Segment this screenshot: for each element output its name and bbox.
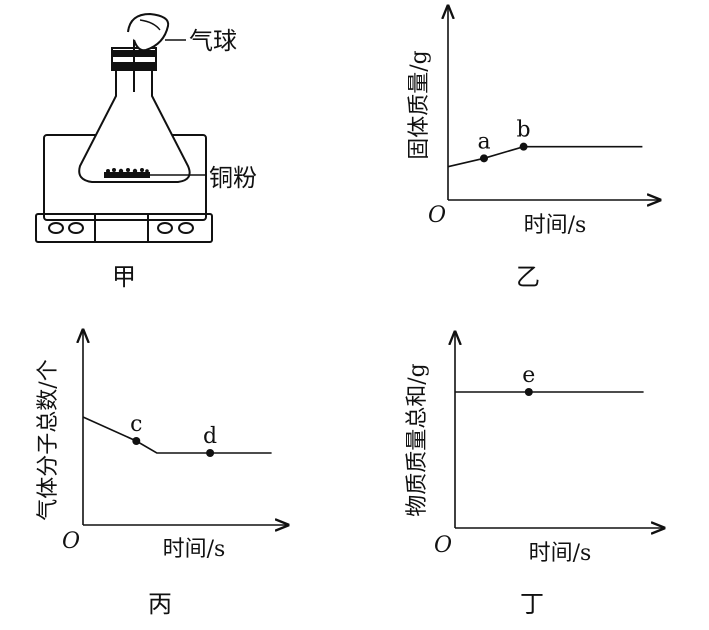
chart-yi-point-a (480, 154, 488, 163)
balloon-crease (139, 19, 161, 31)
chart-ding-point-label-e: e (522, 363, 535, 388)
chart-bing-series-line (82, 416, 272, 454)
knob-4 (178, 222, 194, 234)
chart-yi-point-label-b: b (517, 118, 531, 143)
chart-ding-points: e (522, 363, 535, 396)
chart-bing-point-d (206, 449, 215, 457)
chart-yi-point-label-a: a (477, 129, 490, 154)
balloon-label: 气球 (189, 27, 237, 55)
conical-flask (78, 70, 191, 183)
chart-ding-ylabel: 物质质量总和/g (405, 363, 430, 517)
chart-bing-point-label-d: d (203, 424, 217, 449)
chart-bing-ylabel: 气体分子总数/个 (36, 359, 61, 520)
chart-bing-origin: O (62, 529, 80, 554)
knob-3 (157, 222, 173, 234)
chart-yi-series-line (447, 145, 643, 168)
caption-yi: 乙 (516, 263, 540, 291)
caption-jia: 甲 (112, 263, 136, 291)
copper-powder (104, 168, 150, 178)
chart-yi-xlabel: 时间/s (524, 213, 587, 238)
caption-ding: 丁 (520, 590, 544, 618)
chart-yi-ylabel: 固体质量/g (407, 50, 432, 160)
chart-bing-point-c (132, 437, 141, 445)
chart-ding: e 物质质量总和/g 时间/s O 丁 (405, 332, 664, 618)
chart-ding-origin: O (434, 533, 452, 558)
chart-ding-point-e (524, 388, 533, 396)
powder-label: 铜粉 (209, 164, 257, 192)
apparatus-panel (35, 12, 213, 243)
chart-bing-point-label-c: c (130, 412, 142, 437)
chart-ding-xlabel: 时间/s (529, 541, 592, 566)
chart-yi-point-b (519, 142, 528, 151)
balloon (127, 12, 170, 52)
chart-bing-xlabel: 时间/s (163, 537, 226, 562)
knob-2 (68, 222, 84, 234)
stand-base (35, 213, 213, 243)
caption-bing: 丙 (148, 590, 172, 618)
chart-yi-origin: O (428, 203, 446, 228)
knob-1 (48, 222, 64, 234)
